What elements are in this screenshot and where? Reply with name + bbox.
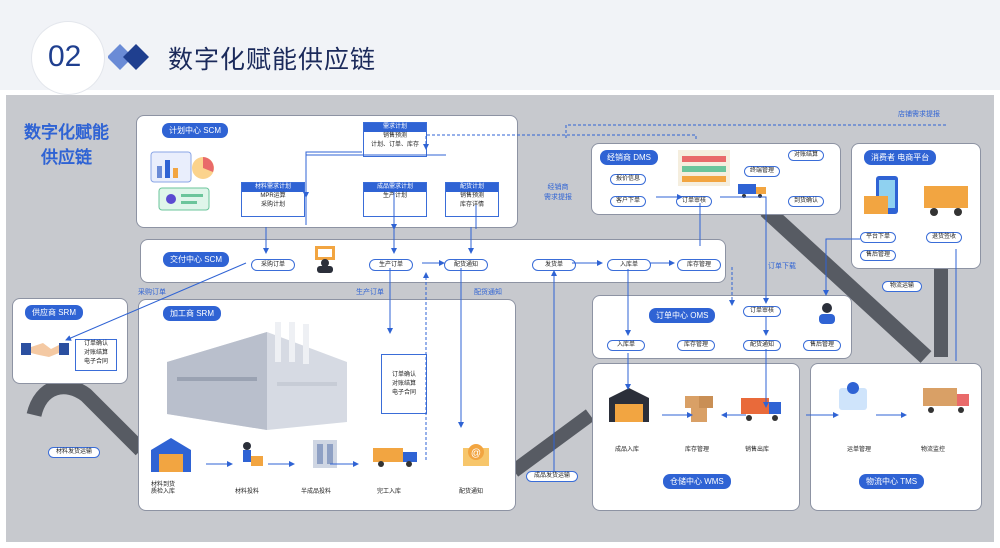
arrival-confirm-node: 到货确认 bbox=[788, 196, 824, 207]
dealer-report-label: 经销商 需求提报 bbox=[544, 184, 572, 201]
svg-text:@: @ bbox=[471, 448, 481, 459]
operator-icon bbox=[315, 246, 335, 273]
processor-panel-title: 加工商 SRM bbox=[163, 306, 221, 321]
wms-panel-title: 仓储中心 WMS bbox=[663, 474, 731, 489]
warehouse-icon bbox=[151, 438, 191, 472]
inbound-order-node: 入库单 bbox=[607, 259, 651, 271]
notice-flow-label: 配货通知 bbox=[474, 289, 502, 296]
semi-feed-label: 半成品投料 bbox=[301, 489, 332, 495]
dms-settlement-node: 对账结算 bbox=[788, 150, 824, 161]
store-shelf-illustration bbox=[678, 150, 730, 186]
oms-stock-node: 库存管理 bbox=[677, 340, 715, 351]
dms-panel-title: 经销商 DMS bbox=[600, 150, 658, 165]
logistics-monitor-label: 物流监控 bbox=[921, 447, 946, 453]
processor-panel: 加工商 SRM 订单确认 对账结算 电子合同 材料到货 质检入库 材料投料 半成… bbox=[138, 299, 516, 511]
page-title: 数字化赋能供应链 bbox=[168, 46, 377, 74]
return-receipt-node: 退货签收 bbox=[926, 232, 962, 243]
shopping-illustration bbox=[864, 176, 968, 216]
order-download-label: 订单下载 bbox=[768, 263, 796, 270]
tms-illustrations bbox=[839, 382, 969, 413]
side-title: 数字化赋能 供应链 bbox=[24, 123, 109, 167]
purchase-order-node: 采购订单 bbox=[251, 259, 295, 271]
supplier-panel-title: 供应商 SRM bbox=[25, 305, 83, 320]
mrp-box: 材料需求计划 MPR运算 采购计划 bbox=[241, 182, 305, 217]
stock-management-node: 库存管理 bbox=[677, 259, 721, 271]
distribution-notice-node: 配货通知 bbox=[444, 259, 488, 271]
production-order-node: 生产订单 bbox=[369, 259, 413, 271]
oms-panel-title: 订单中心 OMS bbox=[649, 308, 716, 323]
tms-panel-title: 物流中心 TMS bbox=[859, 474, 925, 489]
road-layer bbox=[26, 204, 948, 477]
connector-layer bbox=[65, 124, 957, 471]
material-arrival-label: 材料到货 质检入库 bbox=[151, 482, 176, 495]
distribution-plan-box: 配货计划 销售预测 库存详情 bbox=[445, 182, 499, 217]
production-flow-label: 生产订单 bbox=[356, 289, 384, 296]
delivery-panel: 交付中心 SCM 采购订单 生产订单 配货通知 发货单 入库单 库存管理 bbox=[140, 239, 726, 283]
supplier-panel: 供应商 SRM 订单确认 对账结算 电子合同 bbox=[12, 298, 128, 384]
finish-storage-label: 完工入库 bbox=[377, 489, 402, 495]
service-agent-icon bbox=[819, 303, 835, 324]
wms-stock-label: 库存管理 bbox=[685, 447, 710, 453]
analytics-illustration bbox=[150, 151, 214, 211]
demand-plan-box: 需求计划 销售预测 计划、订单、库存 bbox=[363, 122, 427, 157]
scm-panel: 计划中心 SCM 需求计划 销售预测 计划、订单、库存 材料需求计划 MPR运算… bbox=[136, 115, 518, 228]
oms-review-node: 订单审核 bbox=[743, 306, 781, 317]
purchase-flow-label: 采购订单 bbox=[138, 289, 166, 296]
truck-icon bbox=[373, 448, 417, 467]
consumer-panel-title: 消费者 电商平台 bbox=[864, 150, 937, 165]
quote-node: 报价信息 bbox=[610, 174, 646, 185]
machine-icon bbox=[313, 440, 337, 468]
header: 02 数字化赋能供应链 bbox=[0, 0, 1000, 94]
material-feed-label: 材料投料 bbox=[235, 489, 260, 495]
finished-plan-box: 成品需求计划 生产计划 bbox=[363, 182, 427, 217]
oms-notice-node: 配货通知 bbox=[743, 340, 781, 351]
product-transport-label: 成品发货运输 bbox=[526, 471, 578, 482]
dms-panel: 经销商 DMS 报价信息 客户下单 订单审核 终端管理 对账结算 到货确认 bbox=[591, 143, 841, 215]
store-report-label: 店铺需求提报 bbox=[898, 111, 940, 118]
wms-panel: 成品入库 库存管理 销售出库 仓储中心 WMS bbox=[592, 363, 800, 511]
delivery-panel-title: 交付中心 SCM bbox=[163, 252, 229, 267]
scm-panel-title: 计划中心 SCM bbox=[162, 123, 228, 138]
worker-icon bbox=[243, 442, 263, 466]
consumer-panel: 消费者 电商平台 平台下单 退货签收 售后管理 bbox=[851, 143, 981, 269]
diamond-icon bbox=[108, 44, 149, 70]
section-number: 02 bbox=[48, 40, 82, 73]
process-notice-label: 配货通知 bbox=[459, 489, 484, 495]
oms-inbound-node: 入库单 bbox=[607, 340, 645, 351]
platform-order-node: 平台下单 bbox=[860, 232, 896, 243]
oms-panel: 订单中心 OMS 订单审核 入库单 库存管理 配货通知 售后管理 bbox=[592, 295, 852, 359]
supplier-tasks: 订单确认 对账结算 电子合同 bbox=[75, 339, 117, 371]
waybill-label: 运单管理 bbox=[847, 447, 872, 453]
factory-illustration bbox=[167, 322, 347, 430]
client-order-node: 客户下单 bbox=[610, 196, 646, 207]
order-review-node: 订单审核 bbox=[676, 196, 712, 207]
logistics-transport-label: 物流运输 bbox=[882, 281, 922, 292]
number-badge bbox=[32, 22, 104, 94]
terminal-management-node: 终端管理 bbox=[744, 166, 780, 177]
oms-aftersale-node: 售后管理 bbox=[803, 340, 841, 351]
tms-panel: 运单管理 物流监控 物流中心 TMS bbox=[810, 363, 982, 511]
handshake-icon bbox=[21, 343, 69, 357]
wms-in-label: 成品入库 bbox=[615, 447, 640, 453]
material-transport-label: 材料发货运输 bbox=[48, 447, 100, 458]
diagram-canvas: 数字化赋能 供应链 计划中心 SCM 需求计划 销售预测 计划、订单、库存 材料… bbox=[6, 95, 994, 542]
wms-illustrations bbox=[609, 388, 781, 422]
wms-out-label: 销售出库 bbox=[745, 447, 770, 453]
mail-icon: @ bbox=[463, 444, 489, 466]
consumer-aftersale-node: 售后管理 bbox=[860, 250, 896, 261]
